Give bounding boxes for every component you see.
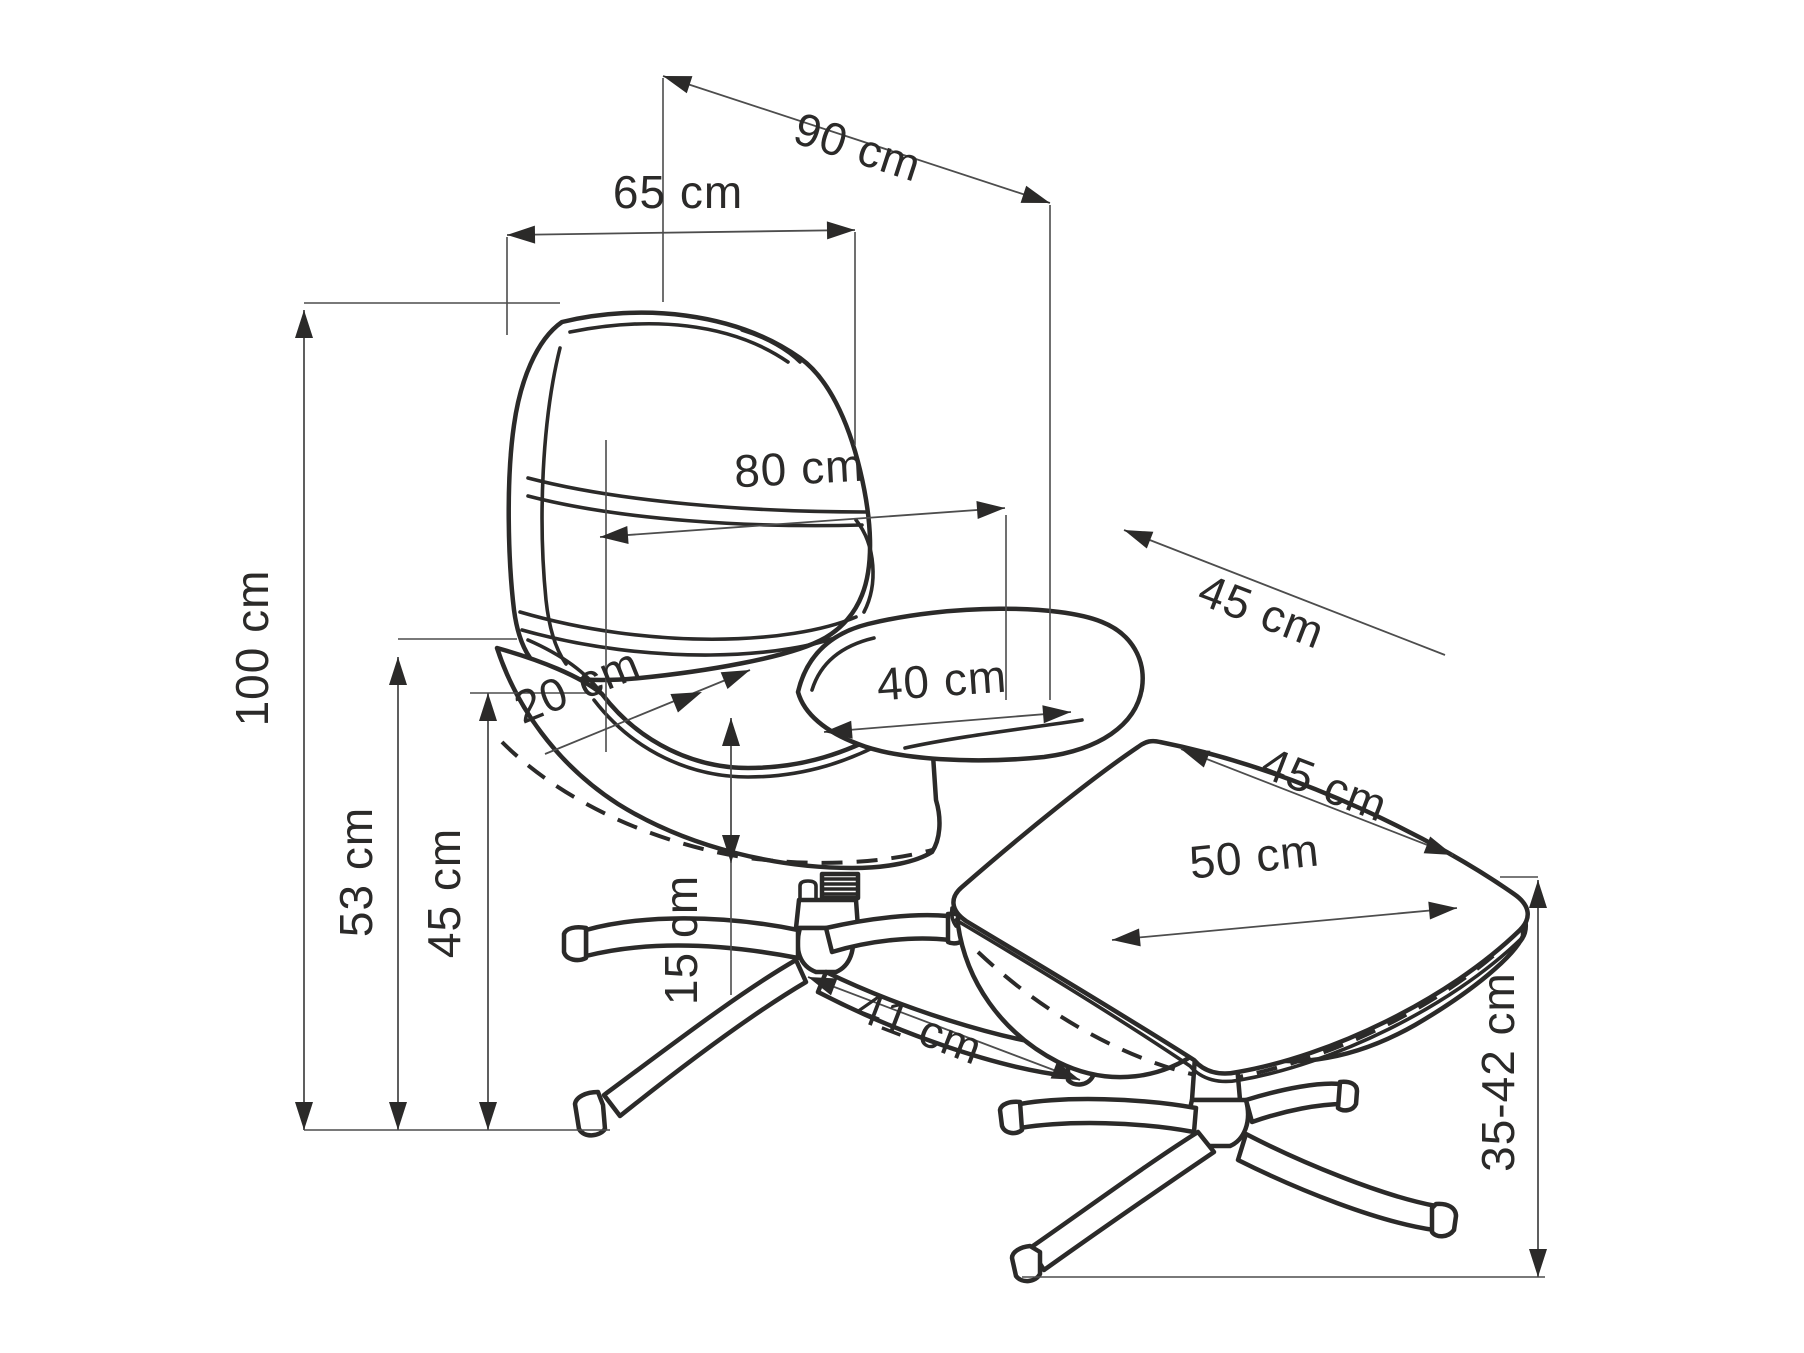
dim-seat-thickness: 15 cm xyxy=(655,718,740,1005)
footstool-foot-back-right xyxy=(1335,1079,1360,1113)
dim-label-45cm-footstool-depth: 45 cm xyxy=(1192,563,1332,658)
dim-label-45cm-seat-height: 45 cm xyxy=(418,828,470,958)
footstool-skirt-dashed-seam xyxy=(976,948,1502,1083)
chair-seat-front-rim-2 xyxy=(592,698,892,779)
dim-height-overall: 100 cm xyxy=(226,310,313,1130)
dim-width-upper: 65 cm xyxy=(506,166,856,244)
chair-headrest-seam xyxy=(568,322,790,364)
chair-armrest-front-edge xyxy=(810,636,876,692)
dim-label-65cm: 65 cm xyxy=(613,166,743,218)
footstool-cushion-rim-left-corner xyxy=(949,906,958,928)
gas-lift-screw-threads xyxy=(820,877,860,896)
footstool-foot-front-left xyxy=(1009,1243,1043,1284)
footstool-leg-front-left xyxy=(1027,1129,1217,1273)
dim-label-90cm: 90 cm xyxy=(788,102,928,192)
dimension-annotations: 90 cm 65 cm 80 cm 100 cm 53 cm 45 cm xyxy=(226,75,1547,1278)
chair-base-foot-back-left xyxy=(561,925,589,963)
dim-label-40cm: 40 cm xyxy=(875,650,1009,711)
dim-label-100cm: 100 cm xyxy=(226,570,278,727)
dim-footstool-height: 35-42 cm xyxy=(1472,880,1547,1277)
footstool-drawing xyxy=(949,738,1530,1284)
dim-label-15cm: 15 cm xyxy=(655,875,707,1005)
footstool-foot-front-right xyxy=(1429,1201,1459,1239)
dim-label-41cm: 41 cm xyxy=(850,979,990,1074)
chair-back-side-panel xyxy=(540,346,568,666)
gas-lift-knob xyxy=(798,879,818,900)
dim-label-35-42cm: 35-42 cm xyxy=(1472,972,1524,1172)
footstool-cushion-rim xyxy=(954,918,1524,1084)
dim-label-80cm: 80 cm xyxy=(733,439,866,498)
dim-width-overall: 80 cm xyxy=(599,439,1006,544)
chair-base-foot-front-left xyxy=(572,1089,608,1138)
dim-footstool-depth: 45 cm xyxy=(1123,529,1446,659)
footstool-leg-front-right xyxy=(1235,1131,1439,1233)
dim-height-armrest: 53 cm xyxy=(330,657,407,1130)
chair-back-seam-lower-2 xyxy=(520,628,852,657)
dim-label-53cm: 53 cm xyxy=(330,807,382,937)
chair-backrest-outline xyxy=(506,310,873,683)
dim-height-seat: 45 cm xyxy=(418,693,497,1130)
footstool-leg-back-left xyxy=(1017,1096,1199,1135)
dim-seat-width: 40 cm xyxy=(823,650,1072,739)
footstool-cushion-rim-right-corner xyxy=(1519,920,1529,943)
chair-base-leg-front-left xyxy=(601,957,809,1119)
footstool-foot-back-left xyxy=(997,1099,1025,1136)
chair-back-seam-lower-1 xyxy=(518,610,858,641)
chair-headrest-crease xyxy=(740,328,802,364)
footstool-leg-back-right xyxy=(1243,1081,1347,1125)
dim-20cm-mid-arrow xyxy=(670,692,702,713)
